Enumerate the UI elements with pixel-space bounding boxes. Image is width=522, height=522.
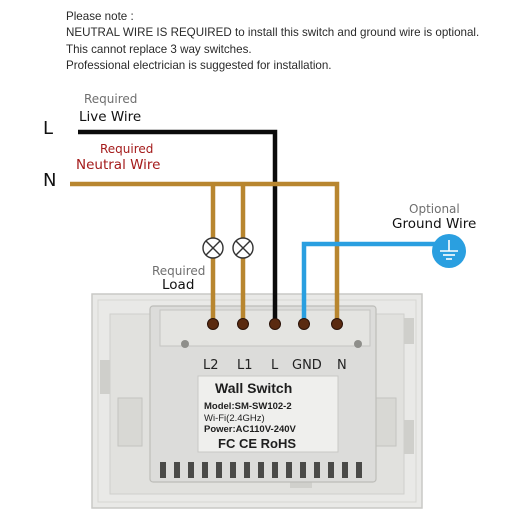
vent-fin <box>356 462 362 478</box>
terminal-label-n: N <box>337 358 347 373</box>
vent-fin <box>286 462 292 478</box>
terminal-label-l1: L1 <box>237 358 253 373</box>
load-tag: Required <box>152 264 206 278</box>
note-line: Professional electrician is suggested fo… <box>66 58 332 72</box>
device-certifications: FC CE RoHS <box>218 436 296 451</box>
device-title: Wall Switch <box>215 380 293 396</box>
vent-fin <box>342 462 348 478</box>
device-wifi: Wi-Fi(2.4GHz) <box>204 413 265 424</box>
vent-fin <box>258 462 264 478</box>
vent-fin <box>202 462 208 478</box>
live-wire-label: Live Wire <box>79 109 142 125</box>
vent-fin <box>314 462 320 478</box>
ground-wire-tag: Optional <box>409 202 460 216</box>
note-heading: Please note : <box>66 10 134 23</box>
lamp-icon <box>232 237 254 259</box>
mount-slot <box>404 318 414 344</box>
vent-fin <box>216 462 222 478</box>
mount-slot <box>404 420 414 454</box>
vent-fin <box>272 462 278 478</box>
neutral-wire <box>70 181 340 320</box>
ground-wire-label: Ground Wire <box>392 216 477 232</box>
neutral-wire-tag: Required <box>100 142 154 156</box>
terminal-screws <box>207 318 343 330</box>
vent-fin <box>160 462 166 478</box>
device-model: Model:SM-SW102-2 <box>204 401 292 412</box>
note-line: This cannot replace 3 way switches. <box>66 42 252 56</box>
load-label: Load <box>162 277 195 293</box>
vent-fin <box>188 462 194 478</box>
installation-note: Please note : NEUTRAL WIRE IS REQUIRED t… <box>66 9 479 74</box>
mount-slot <box>100 360 110 394</box>
neutral-terminal-letter: N <box>43 170 57 191</box>
device-power: Power:AC110V-240V <box>204 424 296 435</box>
ground-symbol-icon <box>432 234 466 268</box>
live-wire <box>78 129 278 320</box>
terminal-label-l: L <box>271 358 279 373</box>
vent-fins <box>160 462 362 478</box>
note-line: NEUTRAL WIRE IS REQUIRED to install this… <box>66 26 480 40</box>
terminal-label-gnd: GND <box>292 358 322 373</box>
live-terminal-letter: L <box>43 118 54 139</box>
vent-fin <box>328 462 334 478</box>
neutral-wire-label: Neutral Wire <box>76 157 161 173</box>
terminal-label-l2: L2 <box>203 358 219 373</box>
vent-fin <box>230 462 236 478</box>
vent-fin <box>300 462 306 478</box>
screw-hole <box>181 340 189 348</box>
live-wire-tag: Required <box>84 92 138 106</box>
lamp-icon <box>202 237 224 259</box>
screw-hole <box>354 340 362 348</box>
vent-fin <box>174 462 180 478</box>
ground-wire <box>301 241 448 320</box>
vent-fin <box>244 462 250 478</box>
spec-label <box>197 375 339 453</box>
